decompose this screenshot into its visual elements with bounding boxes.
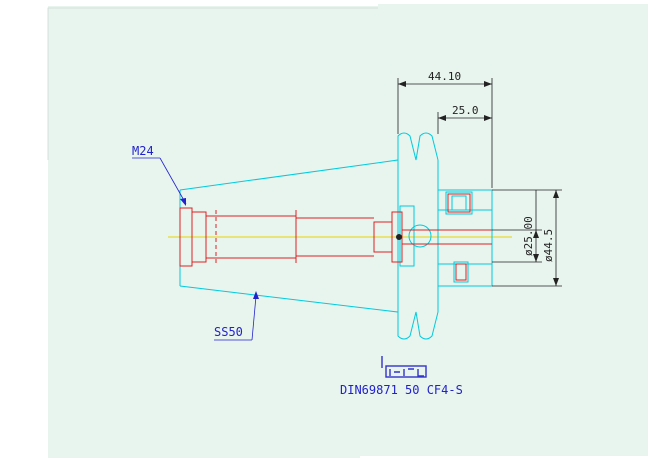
m24-leader [132,157,187,205]
paper-edge [47,7,378,160]
drawing-area [48,4,648,458]
arrow [533,230,539,238]
cross-hole [408,224,432,248]
m24-arrow [180,198,186,206]
dim-bore-diameter: ø25.00 [522,216,535,256]
drive-key-bottom [453,261,469,283]
center-mark [396,234,402,240]
ss50-leader-line [251,295,257,341]
drive-key-top [445,191,473,215]
part-number: DIN69871 50 CF4-S [340,383,463,397]
bolt-head-top [451,195,467,211]
arrow [484,115,492,121]
arrow [438,115,446,121]
iscar-logo [381,356,427,378]
logo-letterforms [389,368,424,377]
dim-overall-length: 44.10 [428,70,461,83]
screw-bottom-detail [455,263,467,281]
arrow [398,81,406,87]
arrow [484,81,492,87]
ss50-label: SS50 [214,325,243,339]
ss50-leader [214,295,257,341]
dimension-lines [397,78,562,287]
arrow [553,190,559,198]
ss50-arrow [253,291,259,299]
head-body [437,189,493,287]
arrow [553,278,559,286]
retention-knob-body [191,211,207,263]
m24-leader-line [159,157,187,205]
logo-frame [385,365,427,378]
internal-parts [179,193,492,281]
paper-margin-left [0,0,48,160]
m24-label: M24 [132,144,154,158]
dim-head-length: 25.0 [452,104,479,117]
dimension-arrows [398,81,559,286]
screw-top-detail [447,193,471,213]
arrow [533,254,539,262]
dim-outer-diameter: ø44.5 [542,229,555,262]
